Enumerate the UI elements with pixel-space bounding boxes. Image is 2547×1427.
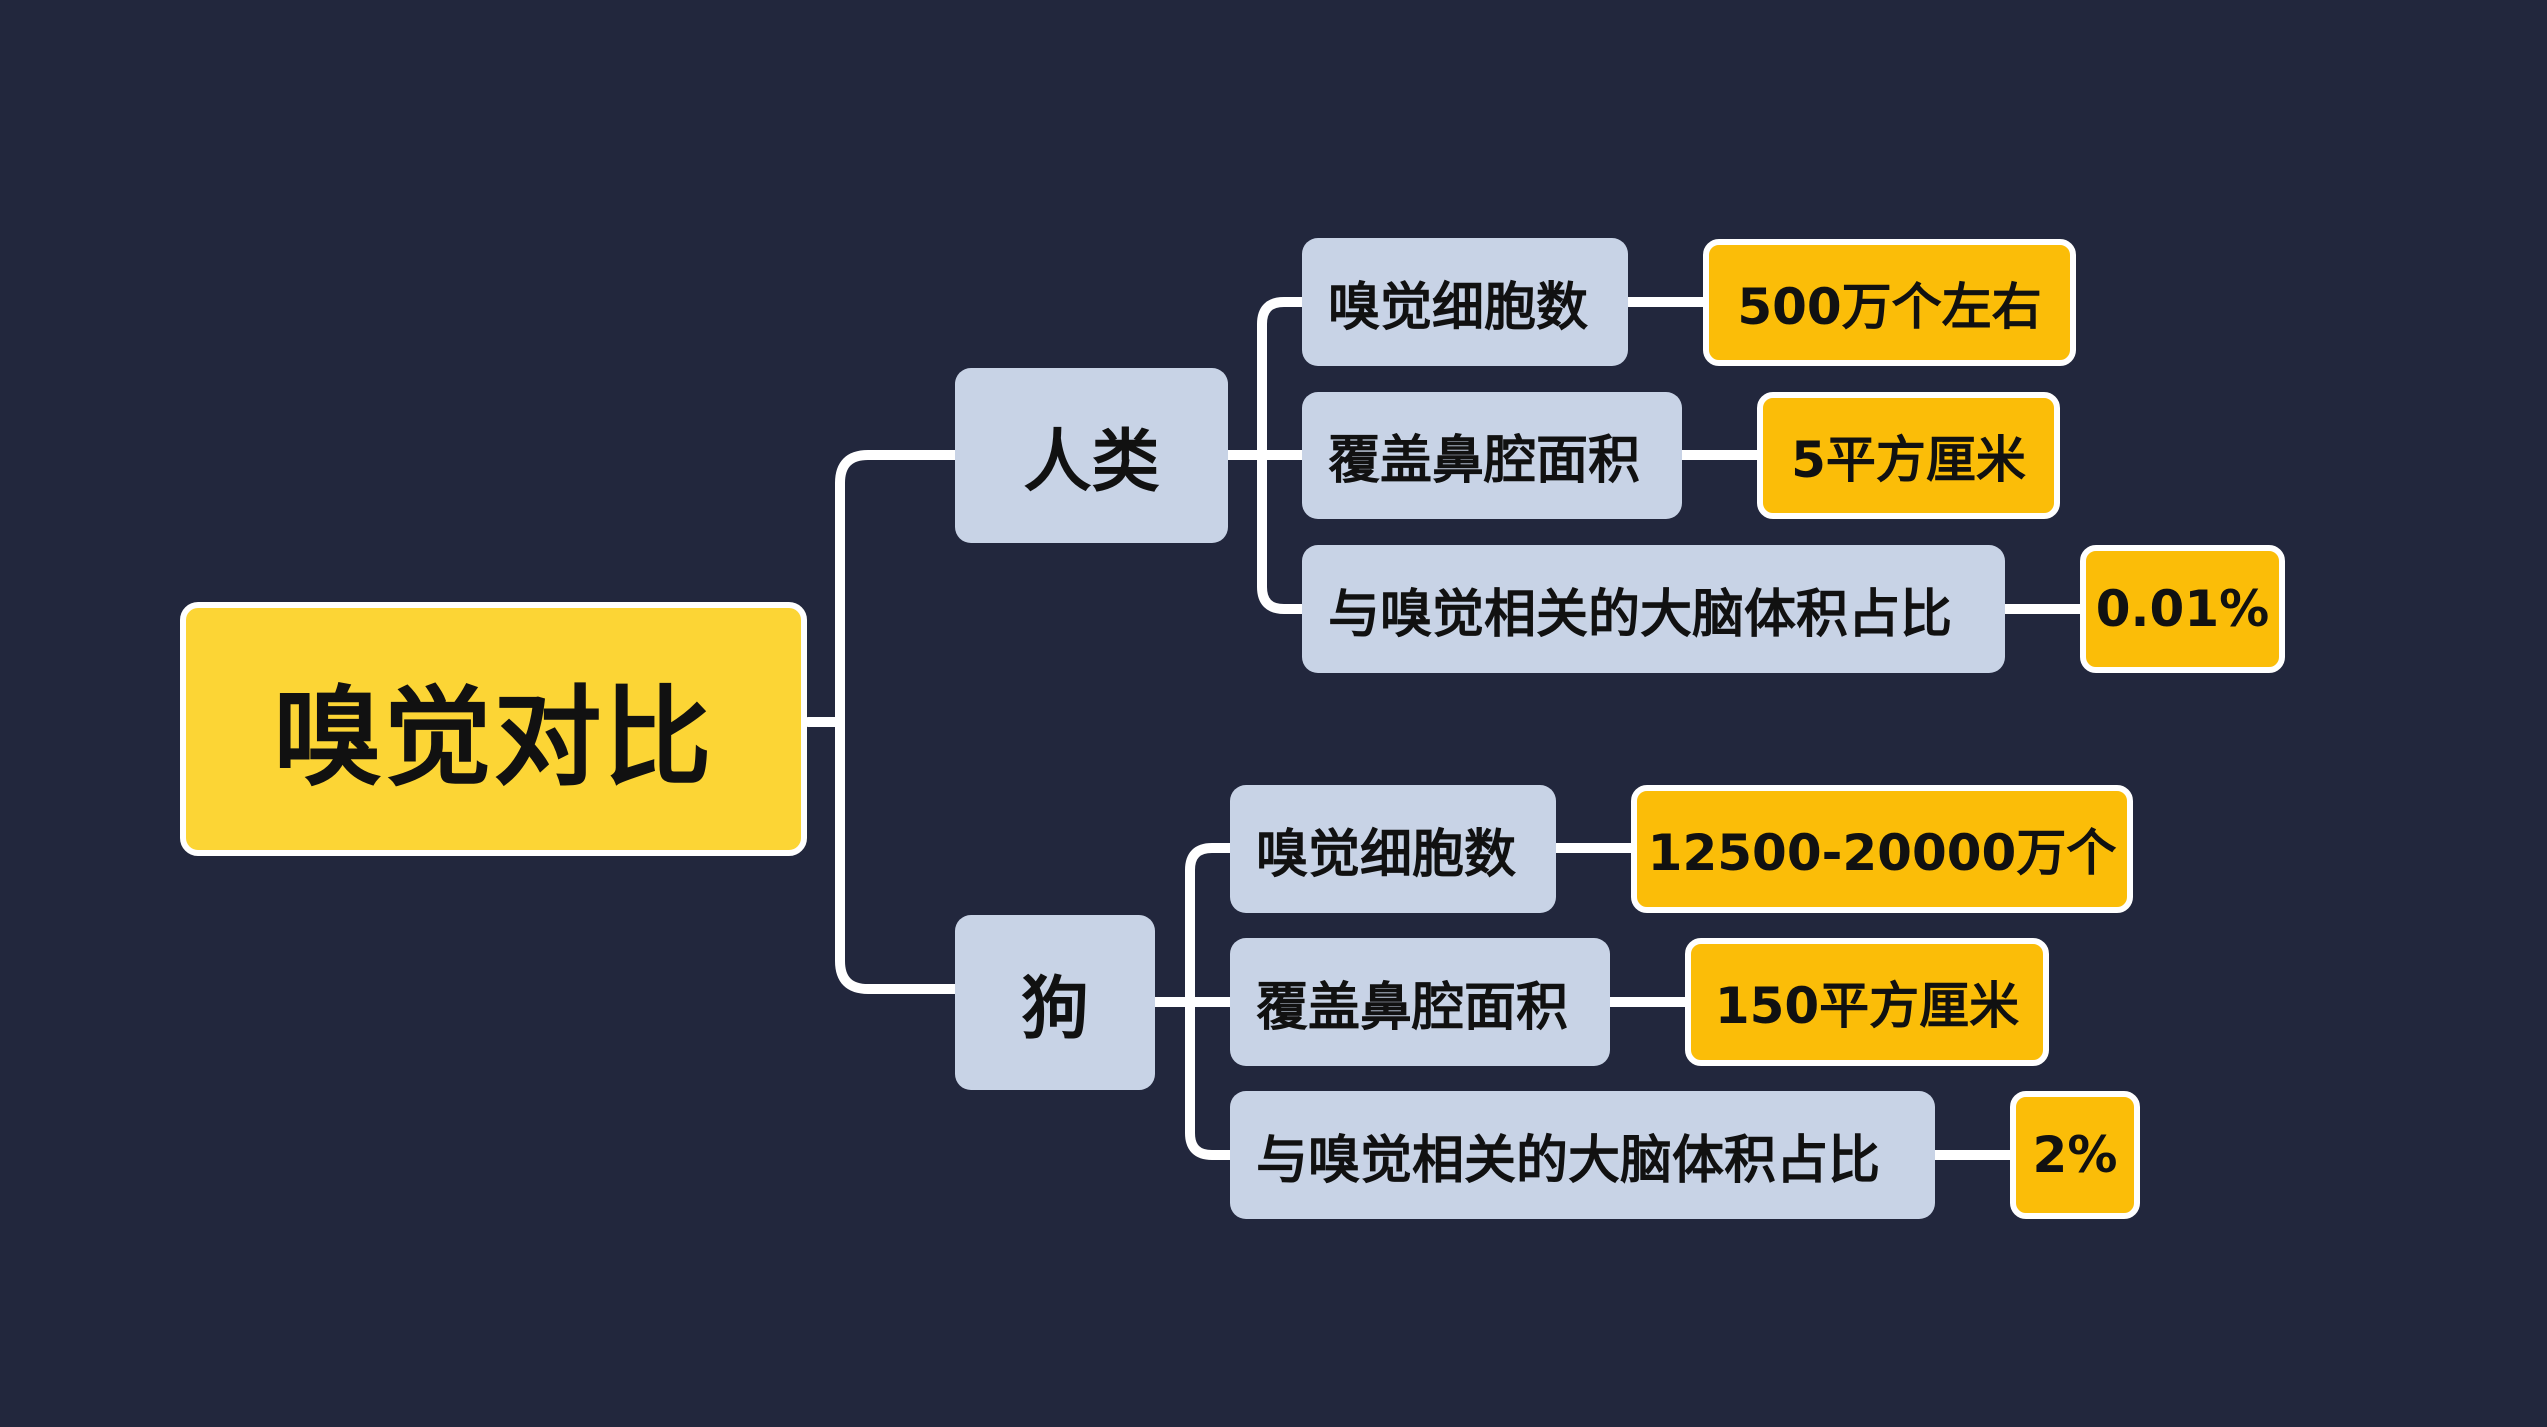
human-topic-nasal-area: 覆盖鼻腔面积 (1302, 392, 1682, 519)
dog-value-brain-ratio: 2% (2010, 1091, 2140, 1219)
human-value-brain-ratio: 0.01% (2080, 545, 2285, 673)
human-value-nasal-area: 5平方厘米 (1757, 392, 2060, 519)
dog-topic-brain-ratio: 与嗅觉相关的大脑体积占比 (1230, 1091, 1935, 1219)
root-node: 嗅觉对比 (180, 602, 807, 856)
dog-value-smell-cells: 12500-20000万个 (1631, 785, 2133, 913)
human-topic-brain-ratio: 与嗅觉相关的大脑体积占比 (1302, 545, 2005, 673)
human-value-smell-cells: 500万个左右 (1703, 239, 2076, 366)
human-topic-smell-cells: 嗅觉细胞数 (1302, 238, 1628, 366)
branch-dog: 狗 (955, 915, 1155, 1090)
dog-topic-nasal-area: 覆盖鼻腔面积 (1230, 938, 1610, 1066)
connector-root-to-human (835, 450, 960, 994)
dog-value-nasal-area: 150平方厘米 (1685, 938, 2049, 1066)
dog-topic-smell-cells: 嗅觉细胞数 (1230, 785, 1556, 913)
branch-human: 人类 (955, 368, 1228, 543)
